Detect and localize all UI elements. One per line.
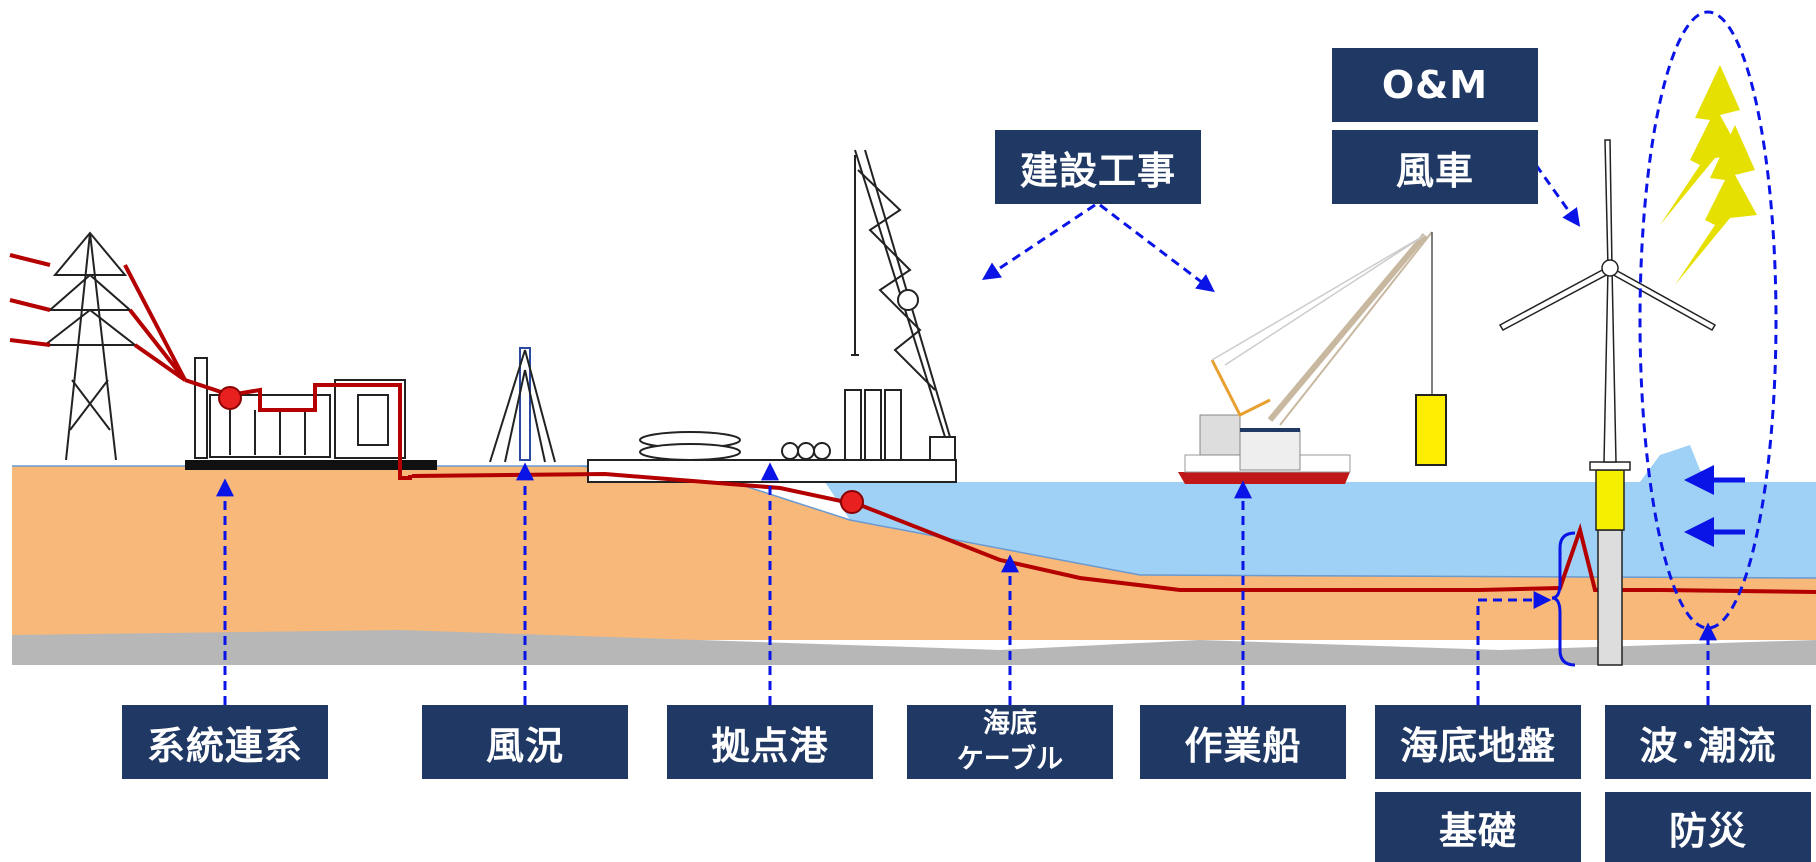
transmission-tower-icon	[42, 231, 138, 461]
label-construction: 建設工事	[995, 130, 1201, 204]
label-foundation-text: 基礎	[1438, 808, 1517, 853]
cable-joint	[840, 490, 864, 514]
seabed-brace	[1551, 531, 1576, 667]
label-subsea-cable: 海底 ケーブル	[907, 705, 1113, 779]
lightning-bolt-icon	[1660, 65, 1757, 285]
label-wind-conditions-text: 風況	[485, 723, 564, 768]
crane-barge-icon	[1178, 231, 1447, 484]
pointer-arrows	[216, 164, 1717, 705]
label-subsea-cable-line1: 海底	[983, 708, 1037, 739]
power-lines	[9, 253, 187, 382]
label-work-vessel: 作業船	[1140, 705, 1346, 779]
label-om: O&M	[1332, 48, 1538, 122]
label-subsea-cable-line2: ケーブル	[956, 744, 1064, 775]
crawler-crane-icon	[851, 149, 956, 461]
label-grid-connection-text: 系統連系	[146, 723, 303, 768]
wind-turbine-icon	[1498, 139, 1717, 666]
sea-layer	[825, 482, 1816, 578]
bedrock-layer	[12, 630, 1816, 665]
met-mast-icon	[489, 347, 556, 463]
wave-arrows-icon	[1684, 465, 1745, 547]
label-turbine: 風車	[1332, 130, 1538, 204]
sea-wave-crest	[1640, 445, 1720, 482]
label-base-port-text: 拠点港	[711, 723, 829, 768]
label-waves: 波･潮流	[1605, 705, 1811, 779]
soil-layer	[12, 466, 1816, 640]
label-base-port: 拠点港	[667, 705, 873, 779]
port-icon	[587, 389, 957, 483]
label-construction-text: 建設工事	[1019, 148, 1176, 193]
subsea-cable	[411, 471, 1816, 594]
label-seabed: 海底地盤	[1375, 705, 1581, 779]
label-disaster: 防災	[1605, 792, 1811, 862]
weather-ellipse	[1638, 10, 1778, 630]
label-waves-text: 波･潮流	[1639, 723, 1777, 768]
label-seabed-text: 海底地盤	[1399, 723, 1556, 768]
label-om-text: O&M	[1381, 63, 1489, 107]
label-grid-connection: 系統連系	[122, 705, 328, 779]
ground-layers	[12, 445, 1816, 665]
label-work-vessel-text: 作業船	[1184, 723, 1302, 768]
substation-icon	[184, 357, 437, 480]
label-wind-conditions: 風況	[422, 705, 628, 779]
label-disaster-text: 防災	[1668, 808, 1747, 853]
label-turbine-text: 風車	[1395, 148, 1474, 193]
label-foundation: 基礎	[1375, 792, 1581, 862]
